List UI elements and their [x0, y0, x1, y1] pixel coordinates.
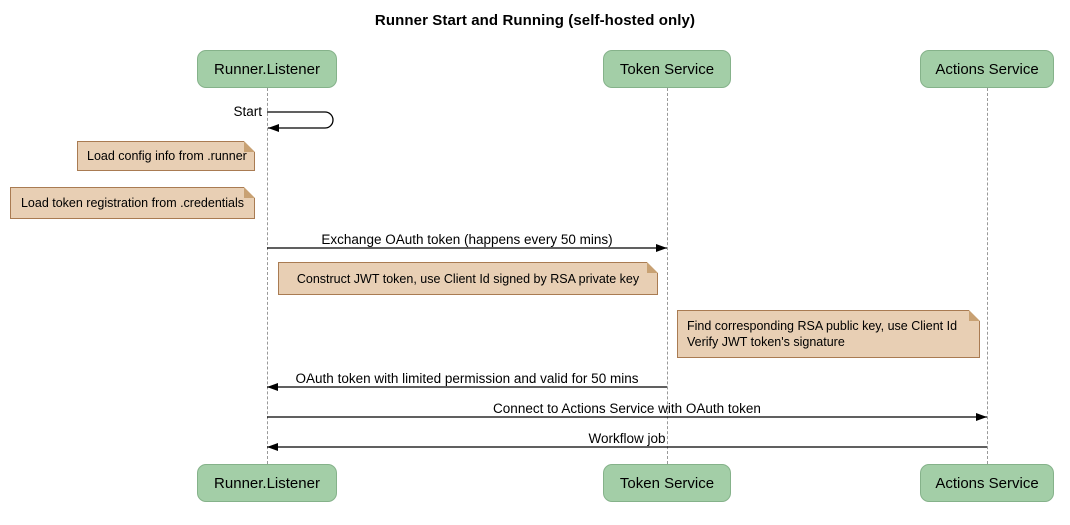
lifeline-actions-service: [987, 88, 988, 464]
lifeline-runner-listener: [267, 88, 268, 464]
participant-top-runner-listener: Runner.Listener: [197, 50, 337, 88]
participant-bottom-token-service: Token Service: [603, 464, 731, 502]
note-1: Load token registration from .credential…: [10, 187, 255, 219]
lifeline-token-service: [667, 88, 668, 464]
note-1-line-0: Load token registration from .credential…: [20, 196, 245, 210]
message-label-1: Exchange OAuth token (happens every 50 m…: [321, 232, 613, 247]
note-0-line-0: Load config info from .runner: [87, 149, 247, 163]
message-label-0: Start: [233, 104, 262, 119]
note-fold-corner: [969, 310, 980, 321]
note-fold-corner: [244, 141, 255, 152]
participant-bottom-actions-service: Actions Service: [920, 464, 1054, 502]
note-fold-corner: [647, 262, 658, 273]
message-arrow-0: [267, 111, 334, 132]
note-3-line-0: Find corresponding RSA public key, use C…: [687, 319, 958, 333]
message-label-3: Connect to Actions Service with OAuth to…: [493, 401, 761, 416]
message-label-2: OAuth token with limited permission and …: [295, 371, 639, 386]
message-label-4: Workflow job: [588, 431, 666, 446]
note-fold-corner: [244, 187, 255, 198]
note-3-line-1: Verify JWT token's signature: [687, 335, 845, 349]
note-3: Find corresponding RSA public key, use C…: [677, 310, 980, 358]
note-0: Load config info from .runner: [77, 141, 255, 171]
participant-top-actions-service: Actions Service: [920, 50, 1054, 88]
diagram-title: Runner Start and Running (self-hosted on…: [374, 12, 696, 29]
note-2: Construct JWT token, use Client Id signe…: [278, 262, 658, 295]
participant-bottom-runner-listener: Runner.Listener: [197, 464, 337, 502]
participant-top-token-service: Token Service: [603, 50, 731, 88]
note-2-line-0: Construct JWT token, use Client Id signe…: [296, 271, 640, 286]
